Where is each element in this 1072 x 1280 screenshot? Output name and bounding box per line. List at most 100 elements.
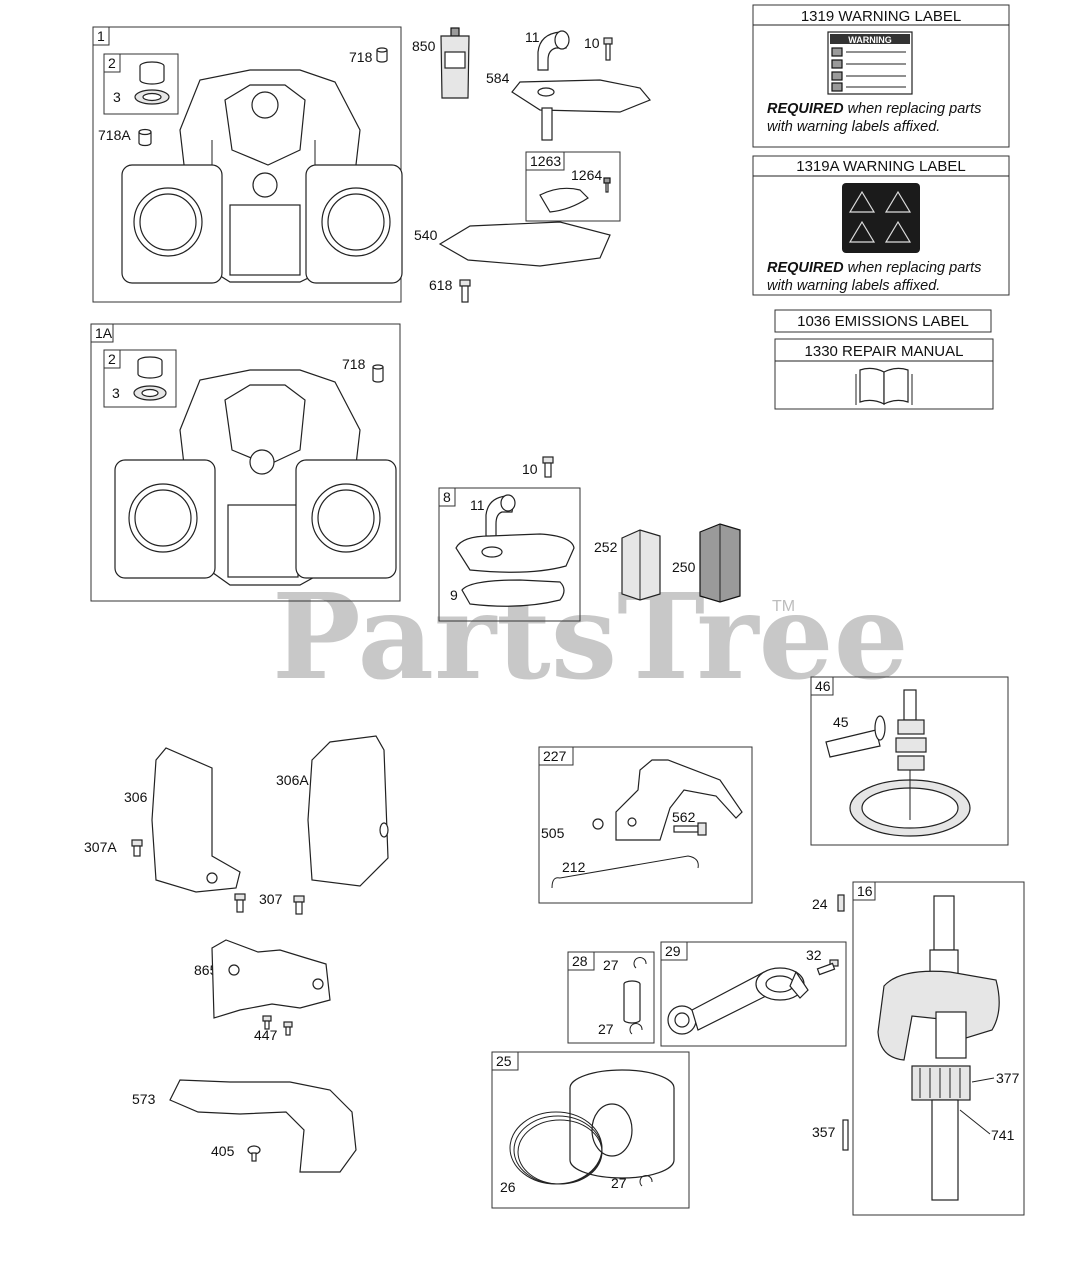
callout-584: 584 (486, 70, 510, 86)
box-tag-227: 227 (543, 748, 567, 764)
governor-group[interactable]: 227 505 562 212 (538, 746, 753, 904)
piston-group[interactable]: 25 26 27 (491, 1051, 690, 1209)
warning-label-1319-panel[interactable]: 1319 WARNING LABEL WARNING REQUIRED when… (752, 4, 1010, 148)
filter-icon (621, 529, 661, 601)
pin-357-group[interactable]: 357 (812, 1119, 849, 1151)
dowel-icon (372, 364, 384, 383)
warning-word: WARNING (848, 35, 892, 45)
callout-718A: 718A (98, 127, 131, 143)
dowel-icon (376, 47, 388, 63)
callout-540: 540 (414, 227, 438, 243)
warning-label-1319-title: 1319 WARNING LABEL (801, 8, 961, 25)
bushing-icon (137, 356, 163, 379)
sealant-tube-icon (440, 27, 470, 99)
warning-1319a-required-line2: with warning labels affixed. (767, 278, 940, 294)
warning-label-1319a-image (842, 183, 920, 253)
callout-11: 11 (470, 497, 485, 513)
emissions-label-title: 1036 EMISSIONS LABEL (797, 313, 969, 330)
reed-icon (539, 187, 589, 213)
callout-3: 3 (113, 89, 121, 105)
screw-icon (603, 37, 613, 61)
piston-pin-group[interactable]: 28 27 27 (567, 951, 655, 1044)
callout-27: 27 (598, 1021, 614, 1037)
warning-1319-required-line1: REQUIRED when replacing parts (767, 101, 981, 117)
box-tag-1A: 1A (95, 325, 113, 341)
callout-405: 405 (211, 1143, 235, 1159)
repair-manual-panel[interactable]: 1330 REPAIR MANUAL (774, 338, 994, 410)
dowel-icon (138, 128, 152, 147)
callout-24: 24 (812, 896, 828, 912)
callout-45: 45 (833, 714, 849, 730)
air-guide-group[interactable]: 306 306A 307A 307 (84, 735, 389, 915)
breather-group[interactable]: 11 10 584 (486, 29, 651, 141)
seal-icon (133, 385, 167, 401)
breather-plate-icon (511, 79, 651, 141)
clip-icon (629, 1023, 643, 1035)
callout-618: 618 (429, 277, 453, 293)
callout-1264: 1264 (571, 167, 602, 183)
cylinder-block-group[interactable]: 1 2 3 718A 718 (92, 26, 403, 303)
callout-11: 11 (525, 29, 540, 45)
governor-bracket-icon (615, 759, 743, 841)
connecting-rod-group[interactable]: 29 32 (660, 941, 847, 1047)
callout-447: 447 (254, 1027, 278, 1043)
screw-icon (542, 456, 554, 478)
callout-250: 250 (672, 559, 696, 575)
repair-manual-title: 1330 REPAIR MANUAL (805, 343, 964, 360)
gasket-group[interactable]: 540 618 (414, 221, 611, 303)
air-guide-right-icon (307, 735, 389, 887)
bushing-icon (139, 61, 165, 85)
callout-3: 3 (112, 385, 120, 401)
clip-icon (633, 957, 647, 969)
callout-212: 212 (562, 859, 586, 875)
screw-icon (459, 279, 471, 303)
screw-icon (247, 1145, 261, 1162)
back-plate-group[interactable]: 573 405 (132, 1079, 357, 1173)
warning-1319-required-line2: with warning labels affixed. (767, 119, 940, 135)
screw-icon (234, 893, 246, 913)
screw-icon (673, 822, 707, 836)
callout-718: 718 (349, 49, 373, 65)
box-tag-8: 8 (443, 489, 451, 505)
breather-tube-icon (537, 30, 570, 71)
cylinder-block-drawing (121, 69, 403, 284)
breather-filter-group[interactable]: 252 250 (594, 523, 741, 603)
screw-icon (293, 895, 305, 915)
connecting-rod-icon (667, 967, 809, 1035)
watermark-tm: TM (772, 598, 795, 615)
box-tag-1: 1 (97, 28, 105, 44)
reed-valve-group[interactable]: 1263 1264 (525, 151, 621, 222)
breather-assembly-group[interactable]: 10 8 11 9 (438, 456, 581, 622)
cylinder-block-frame (92, 26, 402, 303)
piston-pin-icon (623, 980, 641, 1024)
box-tag-2: 2 (108, 351, 116, 367)
key-icon (837, 894, 845, 912)
camshaft-group[interactable]: 46 45 (810, 676, 1009, 846)
callout-377: 377 (996, 1070, 1020, 1086)
box-tag-2: 2 (108, 55, 116, 71)
sealant-group[interactable]: 850 (412, 27, 470, 99)
emissions-label-panel[interactable]: 1036 EMISSIONS LABEL (774, 309, 992, 333)
seal-icon (134, 89, 170, 105)
callout-307A: 307A (84, 839, 117, 855)
callout-9: 9 (450, 587, 458, 603)
back-plate-icon (169, 1079, 357, 1173)
key-group[interactable]: 24 (812, 894, 845, 912)
callout-306A: 306A (276, 772, 309, 788)
box-tag-29: 29 (665, 943, 681, 959)
callout-10: 10 (522, 461, 538, 477)
baffle-group[interactable]: 865 447 (194, 939, 331, 1043)
warning-label-1319a-panel[interactable]: 1319A WARNING LABEL REQUIRED when replac… (752, 155, 1010, 296)
cylinder-block-1a-group[interactable]: 1A 2 3 718 (90, 323, 401, 602)
callout-741: 741 (991, 1127, 1015, 1143)
screw-icon (603, 177, 611, 193)
cylinder-block-drawing (114, 369, 397, 586)
baffle-icon (211, 939, 331, 1019)
box-tag-1263: 1263 (530, 153, 561, 169)
callout-26: 26 (500, 1179, 516, 1195)
callout-562: 562 (672, 809, 696, 825)
box-tag-46: 46 (815, 678, 831, 694)
box-tag-25: 25 (496, 1053, 512, 1069)
crankshaft-group[interactable]: 16 377 741 (852, 881, 1025, 1216)
